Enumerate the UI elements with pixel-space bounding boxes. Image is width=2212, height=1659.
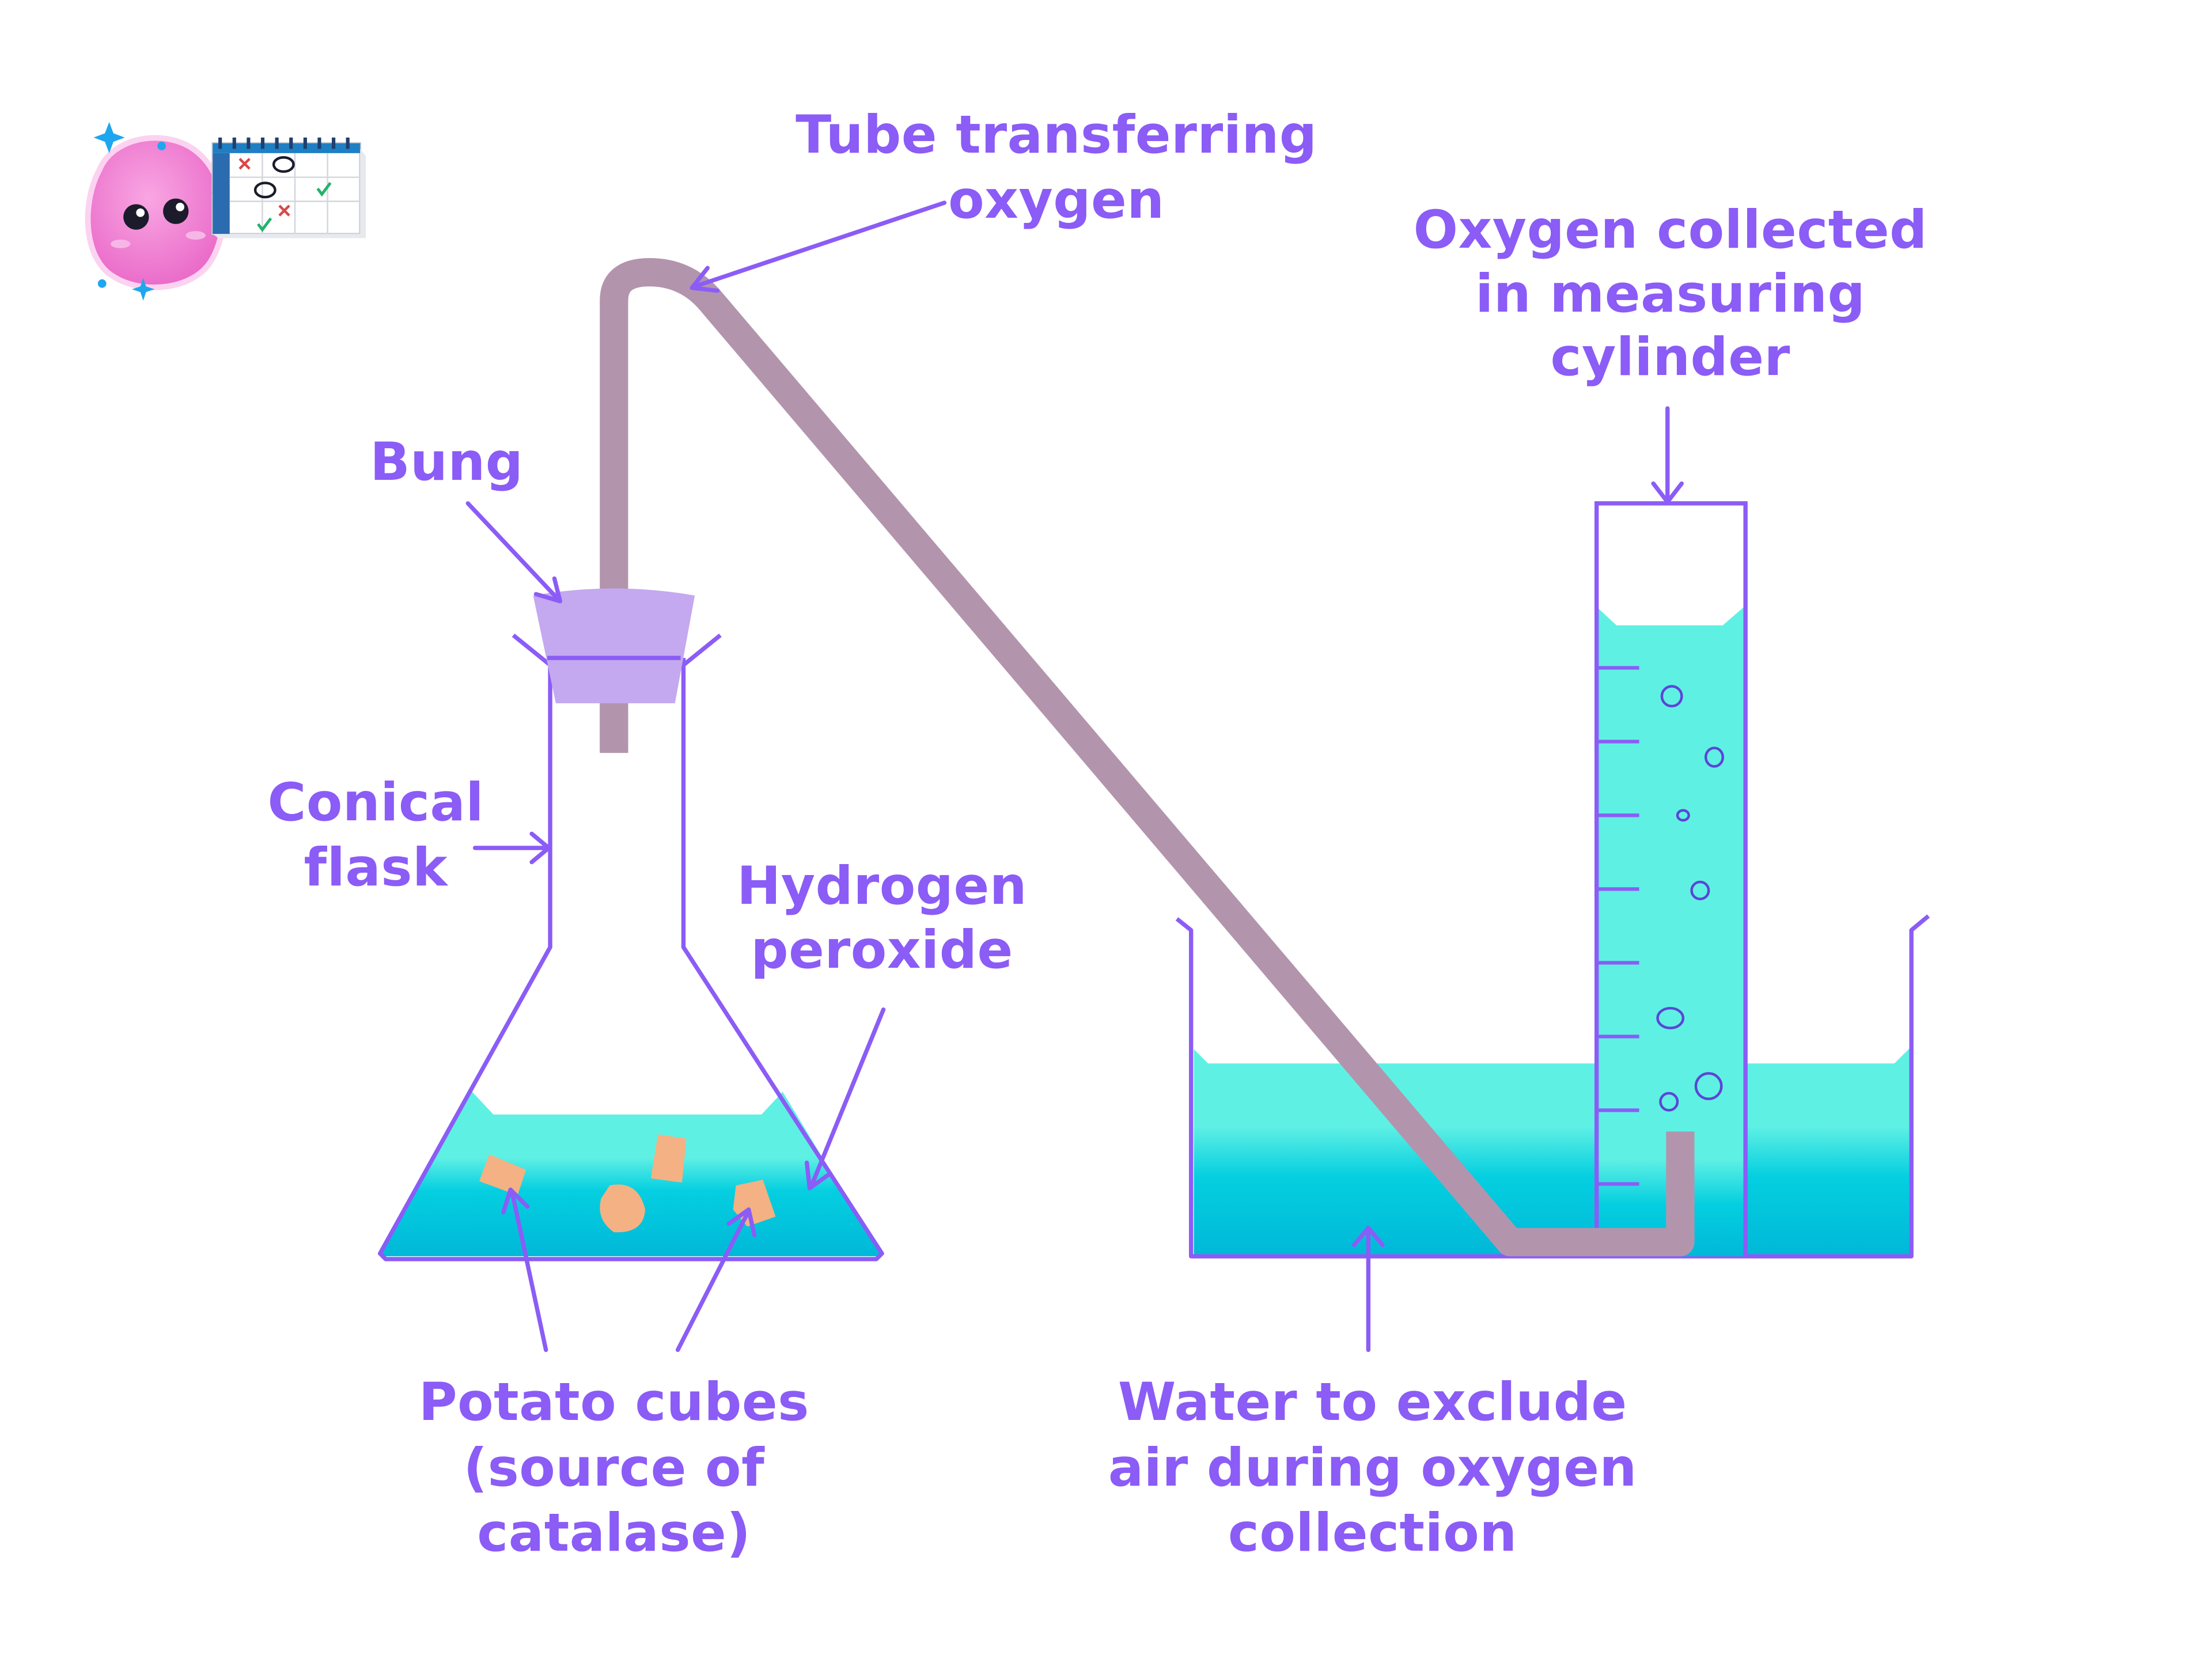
tube-inside-flask (600, 703, 628, 753)
potato-cube (479, 1154, 527, 1196)
calendar-icon (211, 137, 366, 238)
label-oxygen-collected-line-3: cylinder (1550, 327, 1790, 388)
label-potato-cubes-line-1: Potato cubes (418, 1372, 809, 1433)
label-potato-cubes-line-2: (source of (463, 1437, 765, 1498)
label-pointers (465, 200, 1684, 1353)
flask-outline (378, 658, 884, 1262)
conical-flask (378, 633, 884, 1262)
label-water-line-2: air during oxygen (1108, 1437, 1637, 1498)
label-conical-flask-line-2: flask (304, 837, 448, 899)
label-oxygen-collected-line-1: Oxygen collected (1413, 199, 1927, 260)
measuring-cylinder (1594, 501, 1748, 1256)
potato-cubes (479, 1134, 776, 1233)
oxygen-bubbles (1656, 685, 1724, 1112)
cylinder-water (1596, 607, 1744, 1256)
pink-blob-mascot-icon (85, 135, 226, 290)
label-tube-line-2: oxygen (948, 169, 1165, 231)
flask-lip-left (512, 633, 552, 667)
label-bung-line-1: Bung (370, 431, 524, 493)
bung (533, 588, 695, 703)
flask-lip-right (682, 633, 722, 667)
label-conical-flask-line-1: Conical (267, 772, 484, 834)
potato-cube (650, 1134, 687, 1183)
cylinder-outline (1594, 501, 1748, 1256)
label-oxygen-collected-line-2: in measuring (1475, 263, 1866, 324)
label-hydrogen-peroxide-line-1: Hydrogen (737, 855, 1028, 917)
trough-water (1194, 1046, 1912, 1256)
potato-cube (600, 1184, 645, 1233)
label-tube-line-1: Tube transferring (796, 104, 1317, 165)
label-water-line-3: collection (1228, 1502, 1517, 1563)
label-water-line-1: Water to exclude (1118, 1372, 1627, 1433)
delivery-tube (600, 258, 1695, 1256)
mascot-group (85, 122, 366, 301)
label-hydrogen-peroxide-line-2: peroxide (751, 919, 1013, 981)
label-potato-cubes-line-3: catalase) (477, 1502, 751, 1563)
cylinder-scale-marks (1596, 666, 1639, 1186)
